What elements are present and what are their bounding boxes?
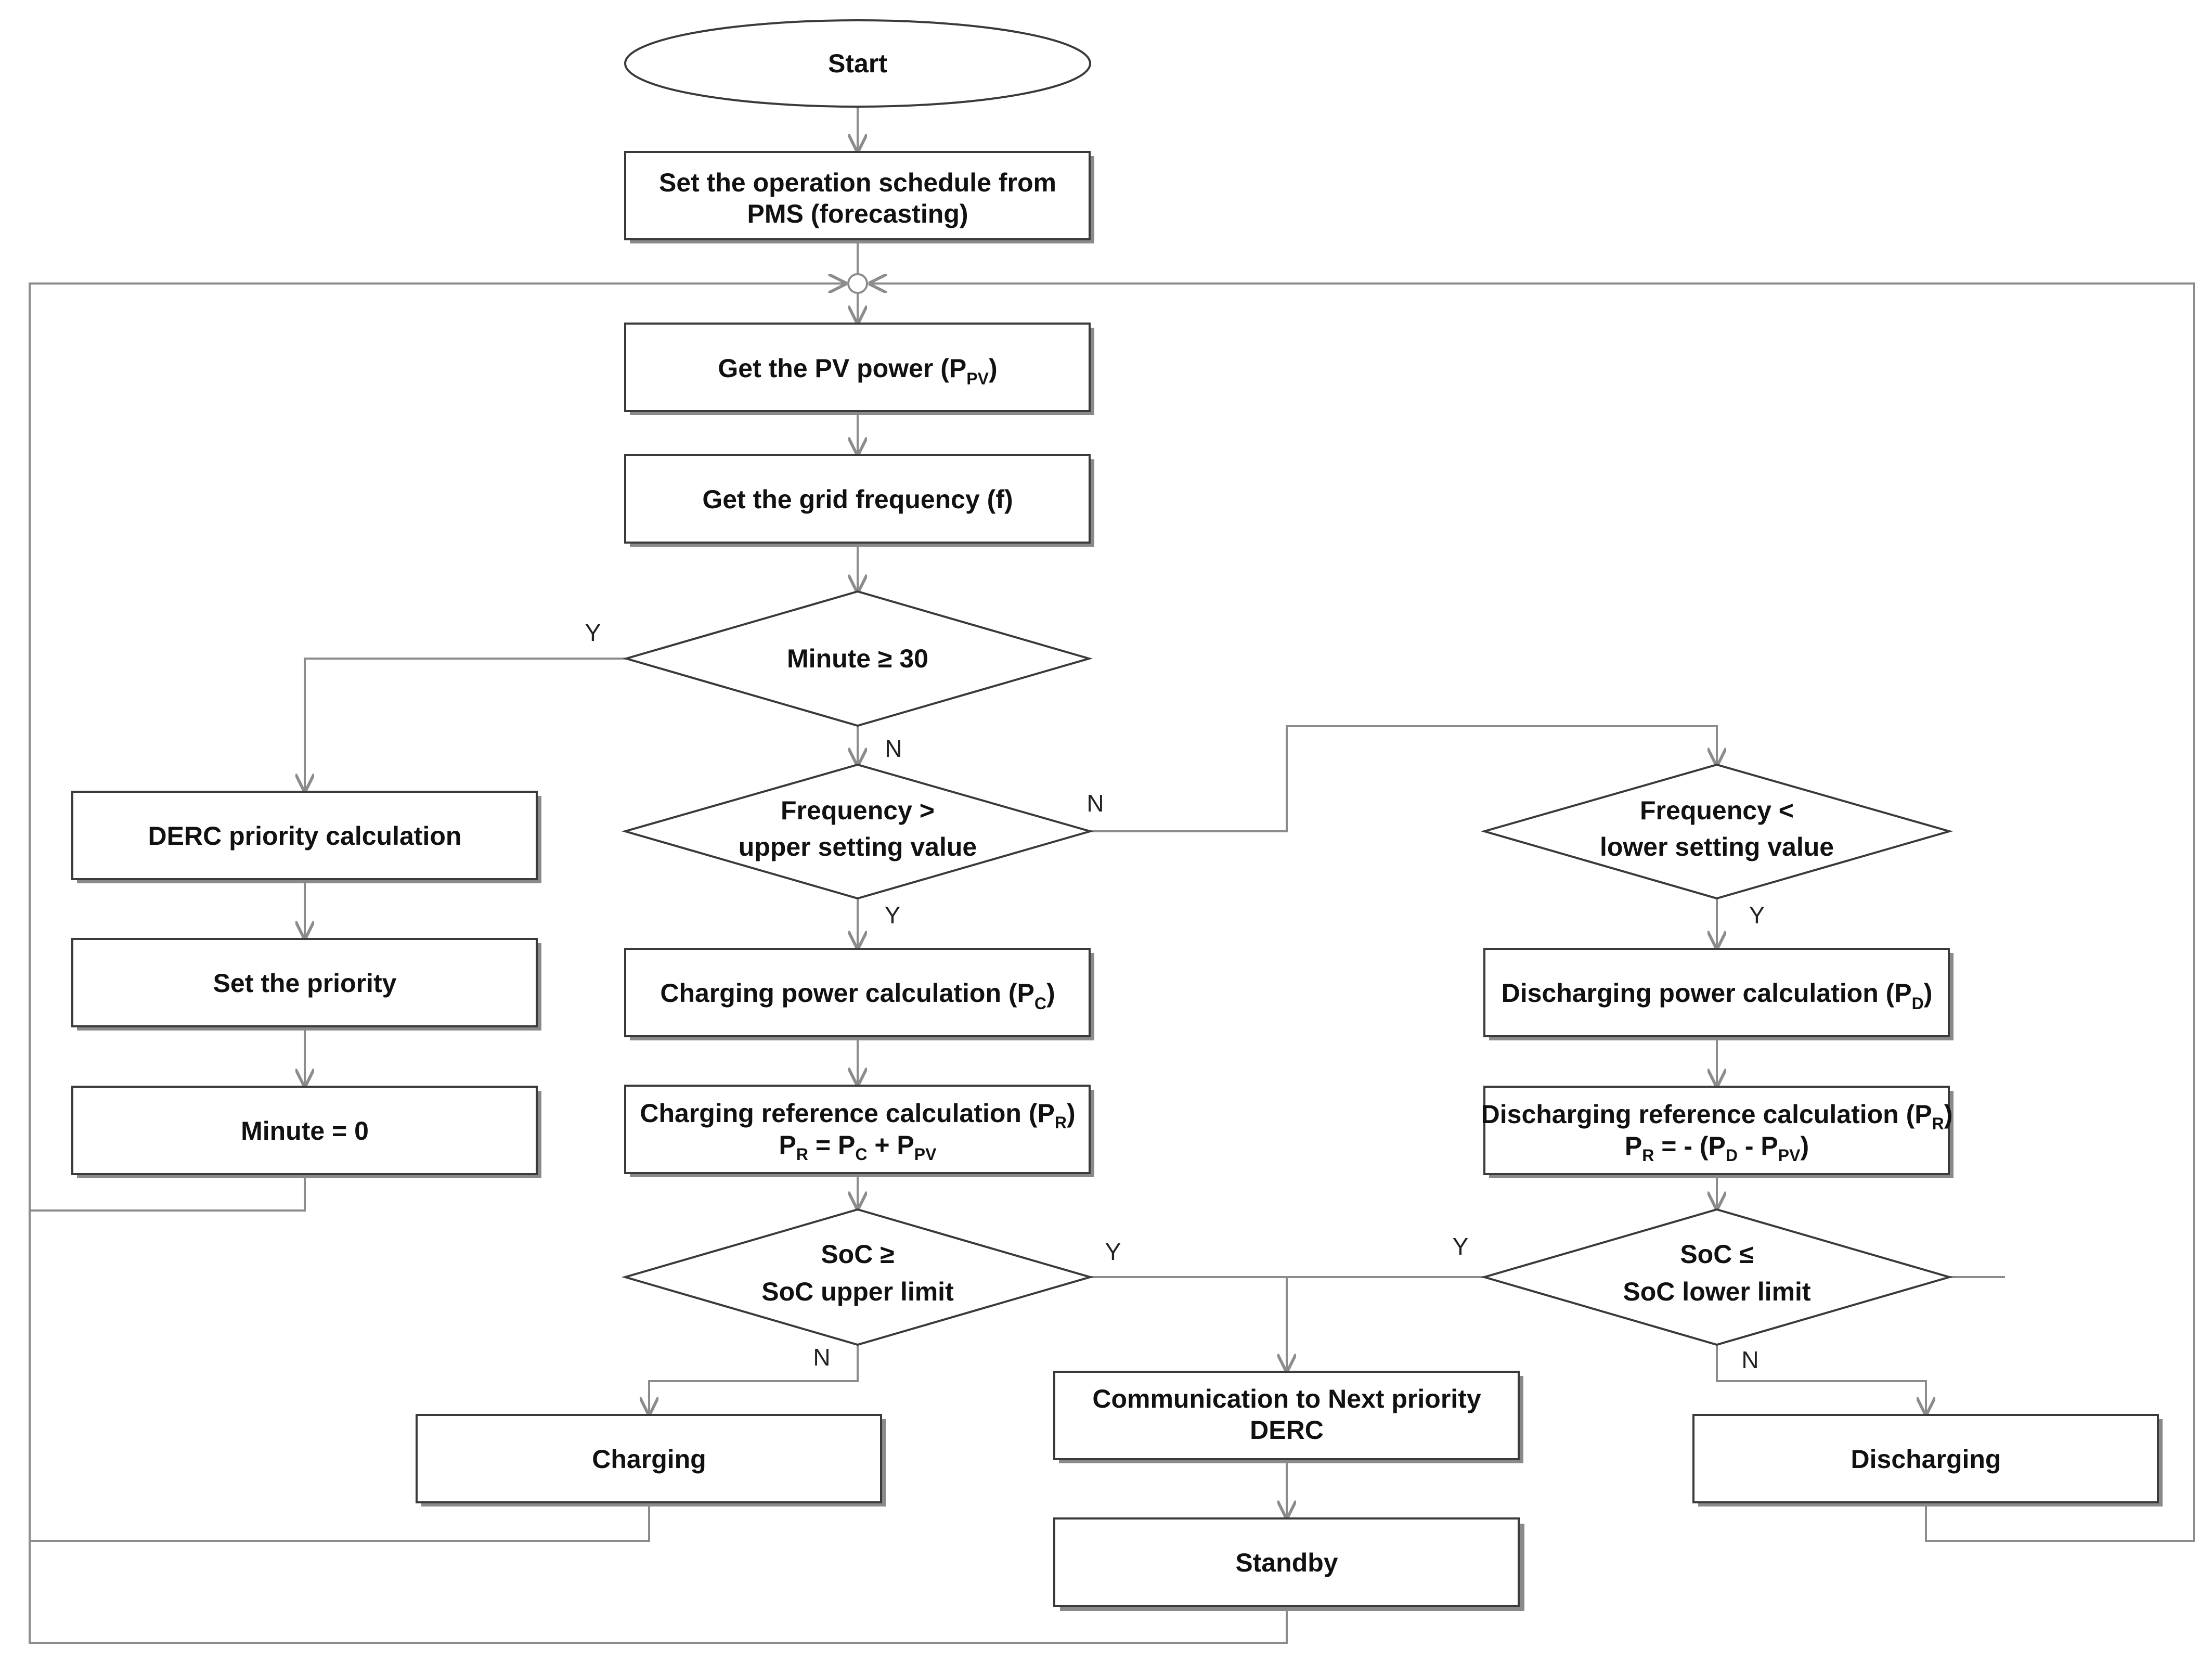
soc-lower-line-1: SoC ≤ [1680, 1240, 1753, 1269]
soc-upper-decision: SoC ≥ SoC upper limit [621, 1208, 1094, 1346]
set-priority-node: Set the priority [71, 938, 541, 1031]
minute-reset-label: Minute = 0 [241, 1116, 369, 1145]
label-n-soc-lower: N [1741, 1346, 1758, 1373]
charging-power-node: Charging power calculation (PC) [624, 948, 1094, 1040]
discharging-power-label: Discharging power calculation (PD) [1502, 978, 1933, 1013]
grid-frequency-node: Get the grid frequency (f) [624, 454, 1094, 547]
charging-power-label: Charging power calculation (PC) [660, 978, 1055, 1013]
pv-power-label: Get the PV power (PPV) [718, 354, 997, 388]
freq-lower-line-2: lower setting value [1600, 832, 1834, 861]
soc-lower-decision: SoC ≤ SoC lower limit [1480, 1208, 1954, 1346]
freq-upper-line-1: Frequency > [781, 796, 935, 825]
discharging-label: Discharging [1851, 1445, 2001, 1474]
label-n-soc-upper: N [813, 1344, 830, 1371]
freq-upper-decision: Frequency > upper setting value [621, 763, 1094, 900]
schedule-line-1: Set the operation schedule from [659, 168, 1056, 197]
minute-reset-node: Minute = 0 [71, 1086, 541, 1178]
soc-lower-line-2: SoC lower limit [1623, 1277, 1811, 1306]
communication-line-2: DERC [1250, 1415, 1324, 1445]
charging-reference-node: Charging reference calculation (PR) PR =… [624, 1085, 1094, 1177]
schedule-node: Set the operation schedule from PMS (for… [624, 151, 1094, 243]
label-y-soc-lower: Y [1453, 1233, 1469, 1260]
start-label: Start [828, 49, 887, 78]
soc-upper-line-1: SoC ≥ [821, 1240, 894, 1269]
standby-node: Standby [1053, 1517, 1524, 1611]
pv-power-node: Get the PV power (PPV) [624, 323, 1094, 415]
communication-line-1: Communication to Next priority [1092, 1384, 1481, 1413]
label-y-soc-upper: Y [1105, 1238, 1121, 1265]
discharging-node: Discharging [1692, 1414, 2163, 1507]
grid-frequency-label: Get the grid frequency (f) [702, 485, 1013, 514]
schedule-line-2: PMS (forecasting) [747, 199, 968, 228]
charging-node: Charging [416, 1414, 886, 1507]
freq-lower-line-1: Frequency < [1640, 796, 1794, 825]
minute-check-decision: Minute ≥ 30 [622, 590, 1093, 727]
charging-reference-line-1: Charging reference calculation (PR) [640, 1099, 1075, 1132]
discharging-reference-node: Discharging reference calculation (PR) P… [1481, 1086, 1954, 1178]
discharging-power-node: Discharging power calculation (PD) [1483, 948, 1954, 1040]
freq-lower-decision: Frequency < lower setting value [1480, 763, 1954, 900]
discharging-reference-formula: PR = - (PD - PPV) [1625, 1131, 1809, 1165]
label-y-freq-upper: Y [885, 902, 901, 929]
charging-label: Charging [592, 1445, 706, 1474]
derc-priority-label: DERC priority calculation [148, 821, 462, 851]
start-node: Start [624, 19, 1091, 108]
connectors [29, 107, 2195, 1644]
label-y-minute: Y [585, 619, 601, 646]
label-n-minute: N [885, 735, 902, 762]
soc-upper-line-2: SoC upper limit [761, 1277, 954, 1306]
label-n-freq-upper: N [1086, 790, 1104, 817]
label-y-freq-lower: Y [1749, 902, 1765, 929]
freq-upper-line-2: upper setting value [739, 832, 977, 861]
set-priority-label: Set the priority [213, 969, 397, 998]
branch-labels: Y N N Y Y Y Y N N [585, 619, 1765, 1373]
standby-label: Standby [1235, 1548, 1338, 1577]
discharging-reference-line-1: Discharging reference calculation (PR) [1481, 1100, 1953, 1133]
derc-priority-node: DERC priority calculation [71, 791, 541, 883]
communication-node: Communication to Next priority DERC [1053, 1371, 1523, 1463]
minute-check-label: Minute ≥ 30 [787, 644, 928, 673]
